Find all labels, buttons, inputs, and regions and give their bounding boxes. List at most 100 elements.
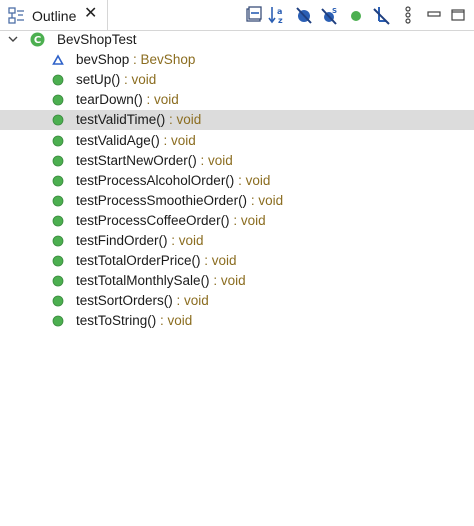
- maximize-icon: [450, 7, 466, 26]
- member-name: tearDown(): [76, 92, 143, 108]
- member-type: : void: [172, 293, 209, 309]
- tree-item-label: testFindOrder() : void: [76, 233, 204, 248]
- minimize-button[interactable]: [424, 5, 444, 27]
- hide-static-members-icon: S: [320, 5, 340, 28]
- public-method-icon: [52, 74, 64, 86]
- hide-fields-icon: [294, 5, 314, 28]
- public-method-icon: [52, 155, 64, 167]
- tree-item[interactable]: testToString() : void: [0, 311, 474, 331]
- tree-item[interactable]: testSortOrders() : void: [0, 291, 474, 311]
- member-type: : void: [247, 192, 284, 208]
- tree-item[interactable]: testProcessSmoothieOrder() : void: [0, 191, 474, 211]
- class-icon: C: [30, 32, 45, 47]
- member-type: : void: [159, 132, 196, 148]
- tree-item[interactable]: setUp() : void: [0, 70, 474, 90]
- member-name: testProcessSmoothieOrder(): [76, 192, 248, 208]
- member-name: setUp(): [76, 72, 121, 88]
- tree-item[interactable]: testFindOrder() : void: [0, 231, 474, 251]
- tree-item-label: setUp() : void: [76, 72, 156, 87]
- member-name: testValidAge(): [76, 132, 160, 148]
- tree-item-label: testStartNewOrder() : void: [76, 153, 233, 168]
- minimize-icon: [426, 7, 442, 26]
- member-name: testTotalOrderPrice(): [76, 253, 201, 269]
- member-name: testProcessAlcoholOrder(): [76, 172, 235, 188]
- public-method-icon: [52, 114, 64, 126]
- member-type: : void: [167, 233, 204, 248]
- member-name: testToString(): [76, 313, 157, 329]
- svg-text:z: z: [278, 16, 283, 25]
- public-method-icon: [52, 135, 64, 147]
- member-name: testProcessCoffeeOrder(): [76, 212, 230, 228]
- sort-alphabetically-icon: a z: [268, 5, 288, 28]
- tree-item-label: testValidAge() : void: [76, 133, 196, 148]
- tree-item-label: bevShop : BevShop: [76, 52, 195, 67]
- member-type: : void: [229, 212, 266, 228]
- public-method-icon: [52, 275, 64, 287]
- sort-button[interactable]: a z: [268, 5, 288, 27]
- hide-static-button[interactable]: S: [320, 5, 340, 27]
- tree-item[interactable]: tearDown() : void: [0, 90, 474, 110]
- tree-item-label: testValidTime() : void: [76, 112, 201, 127]
- svg-text:a: a: [277, 7, 282, 16]
- tree-item-label: testProcessCoffeeOrder() : void: [76, 213, 266, 228]
- tab-title: Outline: [32, 8, 77, 24]
- outline-icon: [8, 7, 26, 25]
- public-method-icon: [52, 295, 64, 307]
- member-name: testFindOrder(): [76, 233, 168, 248]
- tree-item-label: testSortOrders() : void: [76, 293, 209, 308]
- public-method-icon: [52, 195, 64, 207]
- member-type: : void: [196, 152, 233, 168]
- tree-item[interactable]: testValidAge() : void: [0, 131, 474, 151]
- outline-tab[interactable]: Outline ✕: [0, 0, 108, 30]
- member-type: : void: [200, 253, 237, 269]
- public-method-icon: [52, 255, 64, 267]
- hide-local-types-button[interactable]: [372, 5, 392, 27]
- member-name: bevShop: [76, 52, 130, 68]
- collapse-all-button[interactable]: [244, 5, 264, 27]
- member-type: : void: [209, 273, 246, 289]
- close-icon[interactable]: ✕: [84, 5, 98, 22]
- member-type: : BevShop: [129, 52, 196, 68]
- tree-item[interactable]: testStartNewOrder() : void: [0, 151, 474, 171]
- member-name: testTotalMonthlySale(): [76, 273, 210, 289]
- hide-fields-button[interactable]: [294, 5, 314, 27]
- tree-item[interactable]: testProcessCoffeeOrder() : void: [0, 211, 474, 231]
- tree-item[interactable]: bevShop : BevShop: [0, 50, 474, 70]
- public-method-icon: [52, 315, 64, 327]
- class-name: BevShopTest: [57, 32, 137, 47]
- hide-local-types-icon: [372, 5, 392, 28]
- member-type: : void: [156, 313, 193, 329]
- field-icon: [52, 54, 64, 66]
- tree-item[interactable]: testValidTime() : void: [0, 110, 474, 131]
- tree-item-label: testTotalMonthlySale() : void: [76, 273, 246, 288]
- public-method-icon: [52, 175, 64, 187]
- view-tab-bar: Outline ✕ a z: [0, 0, 474, 31]
- tree-root-row[interactable]: C BevShopTest: [0, 30, 474, 50]
- maximize-button[interactable]: [448, 5, 468, 27]
- member-name: testValidTime(): [76, 112, 166, 128]
- svg-text:C: C: [34, 35, 41, 46]
- tree-item[interactable]: testProcessAlcoholOrder() : void: [0, 171, 474, 191]
- hide-non-public-members-icon: [346, 5, 366, 28]
- chevron-down-icon[interactable]: [6, 32, 20, 46]
- view-menu-button[interactable]: [398, 5, 418, 27]
- tree-item-label: tearDown() : void: [76, 92, 179, 107]
- member-name: testStartNewOrder(): [76, 152, 197, 168]
- view-menu-icon: [402, 5, 414, 28]
- tree-item-label: testProcessAlcoholOrder() : void: [76, 173, 270, 188]
- collapse-all-icon: [245, 5, 263, 27]
- public-method-icon: [52, 94, 64, 106]
- hide-non-public-button[interactable]: [346, 5, 366, 27]
- tree-item-label: testProcessSmoothieOrder() : void: [76, 193, 283, 208]
- tree-item[interactable]: testTotalMonthlySale() : void: [0, 271, 474, 291]
- tree-item-label: testTotalOrderPrice() : void: [76, 253, 237, 268]
- public-method-icon: [52, 215, 64, 227]
- member-type: : void: [142, 92, 179, 108]
- member-type: : void: [120, 72, 157, 88]
- member-name: testSortOrders(): [76, 293, 173, 309]
- tree-item-label: testToString() : void: [76, 313, 192, 328]
- member-type: : void: [234, 172, 271, 188]
- tree-item[interactable]: testTotalOrderPrice() : void: [0, 251, 474, 271]
- public-method-icon: [52, 235, 64, 247]
- svg-text:S: S: [332, 7, 337, 15]
